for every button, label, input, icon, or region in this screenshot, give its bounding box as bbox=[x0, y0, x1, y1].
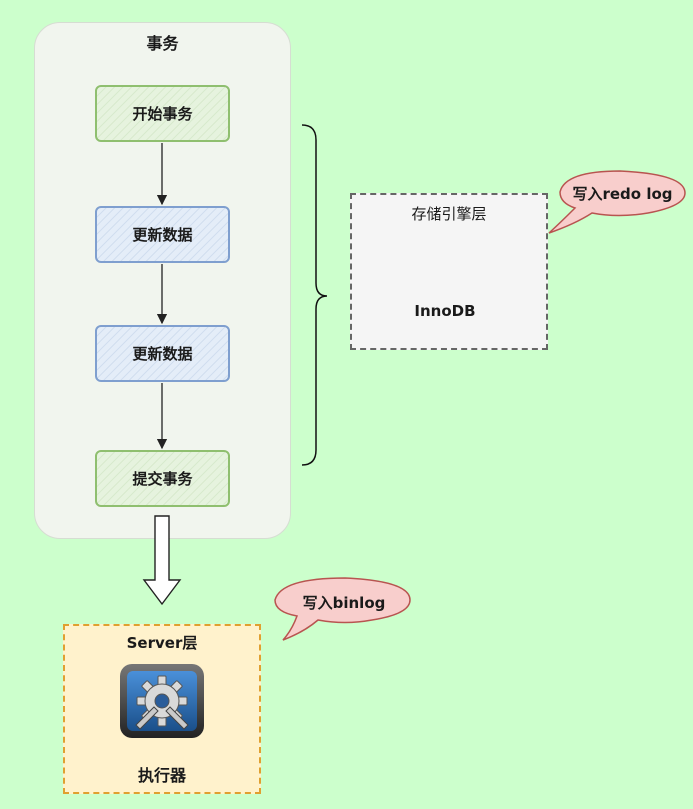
gear-settings-icon bbox=[119, 663, 205, 739]
innodb-label: InnoDB bbox=[414, 302, 476, 320]
storage-engine-title: 存储引擎层 bbox=[411, 205, 487, 223]
executor-label: 执行器 bbox=[137, 766, 186, 785]
binlog-callout: 写入binlog bbox=[302, 593, 386, 612]
step-update-data-1[interactable]: 更新数据 bbox=[95, 206, 230, 263]
redo-log-callout: 写入redo log bbox=[572, 184, 673, 203]
storage-engine-layer bbox=[350, 193, 548, 350]
transaction-title: 事务 bbox=[146, 34, 179, 53]
curly-brace bbox=[301, 124, 328, 466]
step-update-data-2[interactable]: 更新数据 bbox=[95, 325, 230, 382]
hollow-down-arrow bbox=[142, 515, 182, 606]
server-layer-title: Server层 bbox=[126, 634, 198, 652]
step-commit-transaction[interactable]: 提交事务 bbox=[95, 450, 230, 507]
redo-log-bubble-shape bbox=[548, 170, 686, 234]
binlog-bubble-shape bbox=[274, 577, 411, 641]
step-begin-transaction[interactable]: 开始事务 bbox=[95, 85, 230, 142]
